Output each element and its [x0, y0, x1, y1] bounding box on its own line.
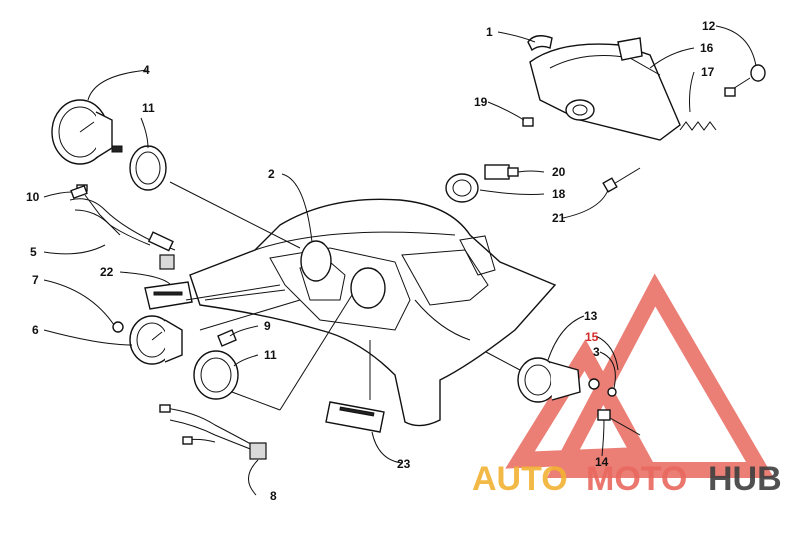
- connector-10: [70, 184, 88, 200]
- watermark-triangle-icon: [505, 339, 654, 469]
- watermark-triangle-large-icon: [546, 273, 774, 478]
- clip-1: [527, 35, 553, 52]
- screw-19: [522, 117, 534, 127]
- gauge-tachometer: [51, 99, 123, 165]
- watermark-logo: [505, 273, 774, 478]
- callout-7: 7: [32, 273, 39, 287]
- wire-harness-upper: [69, 184, 176, 270]
- callout-5: 5: [30, 245, 37, 259]
- lock-ring-18: [445, 173, 479, 203]
- callout-2: 2: [268, 167, 275, 181]
- nut-7: [112, 321, 124, 333]
- callout-9: 9: [264, 319, 271, 333]
- callout-23: 23: [397, 457, 411, 471]
- callout-3: 3: [593, 345, 600, 359]
- gauge-opening-left: [300, 240, 332, 282]
- decal-23: [325, 401, 385, 433]
- callout-20: 20: [552, 165, 566, 179]
- watermark-word-auto: AUTO: [472, 460, 568, 498]
- callout-10: 10: [26, 190, 40, 204]
- decal-22: [144, 281, 193, 310]
- callout-6: 6: [32, 323, 39, 337]
- watermark-wordmark: AUTO MOTO HUB: [472, 460, 782, 498]
- spring-17: [679, 121, 717, 131]
- callout-11b: 11: [264, 348, 277, 362]
- callout-15: 15: [585, 330, 599, 344]
- callout-12: 12: [702, 19, 716, 33]
- callout-14: 14: [595, 455, 609, 469]
- gauge-speedometer: [129, 315, 183, 365]
- bolt-21: [602, 167, 641, 193]
- adjuster-12: [724, 64, 766, 97]
- washer-3: [588, 378, 600, 390]
- gauge-opening-right: [350, 267, 386, 309]
- socket-20: [484, 164, 519, 180]
- headlight-housing: [529, 37, 681, 141]
- watermark-word-hub: HUB: [708, 460, 782, 498]
- leader-lines: [43, 25, 757, 496]
- callout-17: 17: [701, 65, 715, 79]
- nut-15: [607, 387, 617, 397]
- callout-18: 18: [552, 187, 566, 201]
- bezel-ring-upper: [129, 145, 167, 191]
- callout-labels: 1 2 3 4 5 6 7 8 9 10 11 11 12 13 14 15 1…: [26, 19, 716, 503]
- callout-22: 22: [100, 265, 114, 279]
- dash-hood-housing: [189, 198, 557, 427]
- callout-11a: 11: [142, 101, 155, 115]
- bezel-ring-lower: [193, 350, 239, 400]
- callout-16: 16: [700, 41, 714, 55]
- callout-13: 13: [584, 309, 598, 323]
- tail-light-lens: [517, 357, 581, 403]
- callout-8: 8: [270, 489, 277, 503]
- bulb-9: [217, 329, 237, 347]
- callout-1: 1: [486, 25, 493, 39]
- wire-harness-lower: [159, 404, 267, 460]
- callout-4: 4: [143, 63, 150, 77]
- callout-21: 21: [552, 211, 566, 225]
- watermark-word-moto: MOTO: [586, 460, 687, 498]
- callout-19: 19: [474, 95, 488, 109]
